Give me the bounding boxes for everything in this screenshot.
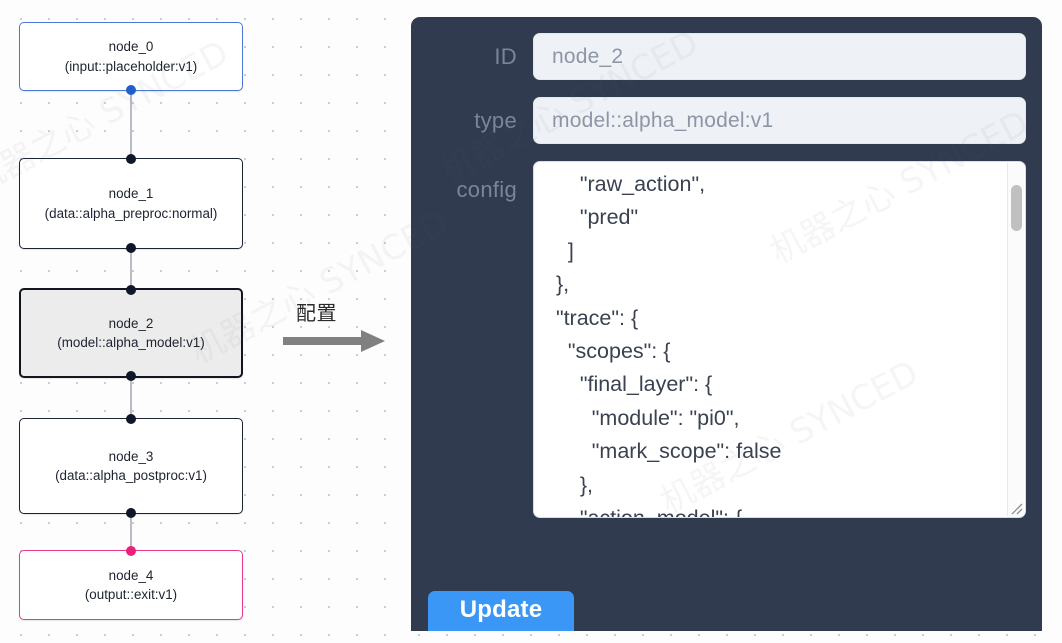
node-subtitle: (model::alpha_model:v1) [57, 335, 205, 350]
field-row-config: config "raw_action", "pred" ] }, "trace"… [411, 161, 1042, 518]
node-subtitle: (data::alpha_postproc:v1) [55, 468, 207, 483]
annotation-label: 配置 [296, 301, 337, 325]
node-subtitle: (data::alpha_preproc:normal) [44, 205, 218, 221]
config-scrollbar[interactable] [1007, 163, 1024, 516]
type-field-label: type [474, 107, 517, 133]
node-port-input[interactable] [126, 285, 136, 295]
node-title: node_1 [108, 186, 154, 201]
node-title: node_3 [108, 448, 154, 464]
config-scrollbar-thumb[interactable] [1011, 185, 1022, 231]
config-field-label: config [456, 177, 517, 202]
config-textarea-value[interactable]: "raw_action", "pred" ] }, "trace": { "sc… [555, 172, 782, 517]
node-port-output[interactable] [126, 243, 136, 253]
node-config-panel: ID node_2 type model::alpha_model:v1 con… [411, 17, 1042, 631]
flow-node-node_2[interactable]: node_2 (model::alpha_model:v1) [19, 285, 243, 381]
flow-node-node_3[interactable]: node_3 (data::alpha_postproc:v1) [19, 414, 243, 518]
node-port-input[interactable] [126, 546, 136, 556]
node-title: node_0 [108, 39, 154, 54]
node-title: node_4 [108, 567, 154, 583]
flow-node-node_0[interactable]: node_0 (input::placeholder:v1) [19, 22, 243, 95]
field-row-type: type model::alpha_model:v1 [411, 97, 1042, 144]
annotation-configure: 配置 [283, 297, 393, 359]
flow-node-node_1[interactable]: node_1 (data::alpha_preproc:normal) [19, 154, 243, 253]
arrow-right-icon [283, 330, 385, 352]
node-subtitle: (output::exit:v1) [84, 587, 178, 602]
update-button[interactable]: Update [428, 591, 574, 631]
node-port-input[interactable] [126, 154, 136, 164]
type-input[interactable]: model::alpha_model:v1 [533, 97, 1026, 144]
config-textarea[interactable]: "raw_action", "pred" ] }, "trace": { "sc… [533, 161, 1026, 518]
node-port-output[interactable] [126, 85, 136, 95]
flow-node-node_4[interactable]: node_4 (output::exit:v1) [19, 546, 243, 620]
node-port-output[interactable] [126, 508, 136, 518]
edge-node2-node3 [130, 377, 132, 418]
field-row-id: ID node_2 [411, 33, 1042, 80]
id-field-label: ID [494, 43, 517, 69]
config-area-wrap: "raw_action", "pred" ] }, "trace": { "sc… [533, 161, 1026, 518]
edge-node1-node2 [130, 249, 132, 288]
node-port-output[interactable] [126, 371, 136, 381]
node-subtitle: (input::placeholder:v1) [64, 58, 198, 74]
edge-node0-node1 [130, 91, 132, 158]
node-port-input[interactable] [126, 414, 136, 424]
id-input[interactable]: node_2 [533, 33, 1026, 80]
edge-node3-node4 [130, 513, 132, 550]
node-title: node_2 [108, 315, 154, 331]
resize-grip-icon[interactable] [1008, 500, 1023, 515]
